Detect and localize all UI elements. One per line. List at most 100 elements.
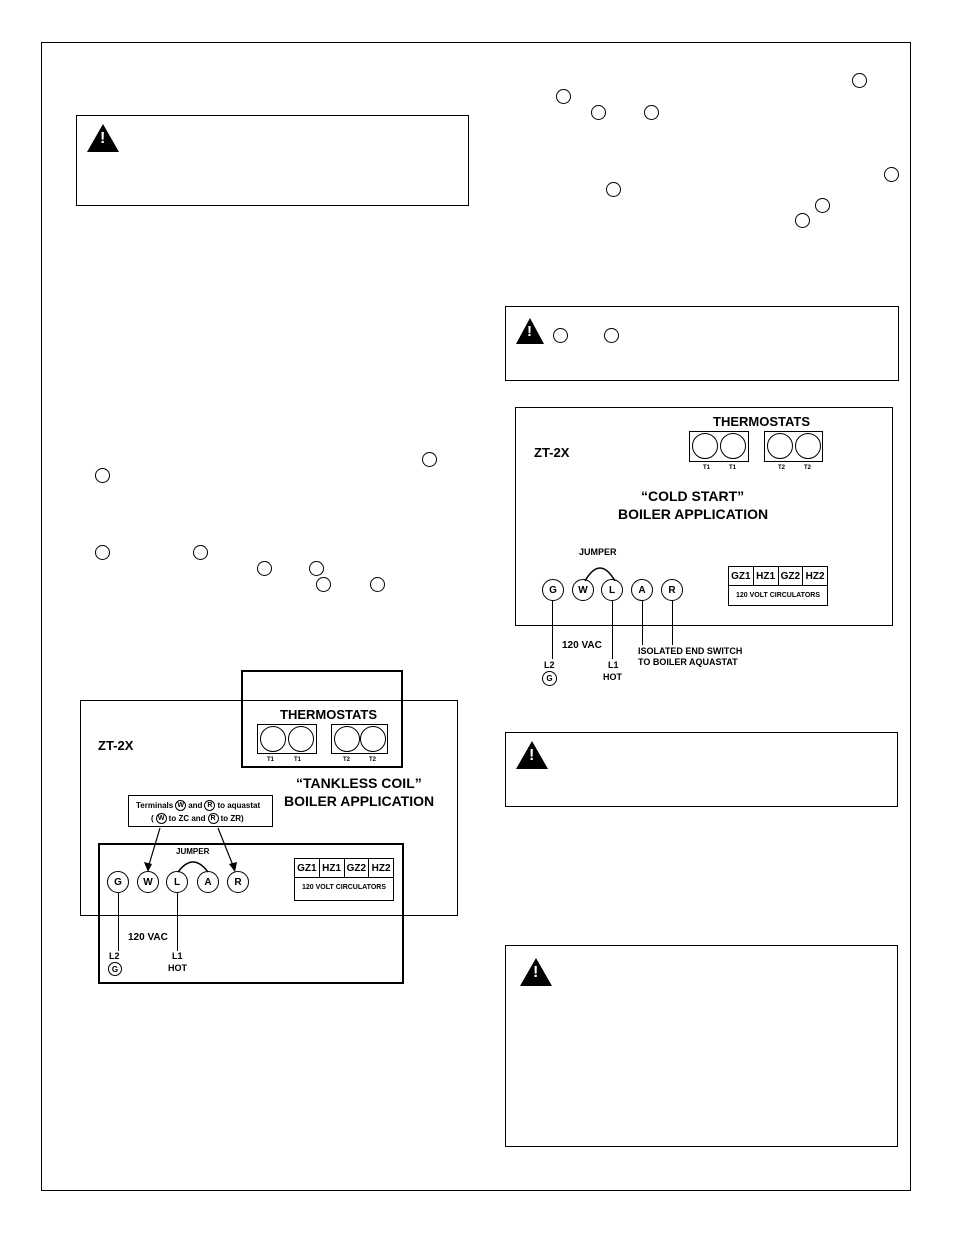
circulator-table: GZ1 HZ1 GZ2 HZ2 120 VOLT CIRCULATORS	[294, 858, 394, 901]
warning-icon	[520, 958, 552, 986]
note-text: to ZR)	[220, 814, 244, 823]
terminal-w: W	[572, 579, 594, 601]
jumper-wire	[584, 567, 616, 582]
tstat-label: T1	[703, 465, 711, 471]
wire-l	[177, 893, 178, 951]
warning-box-4	[505, 945, 898, 1147]
tstat-label: T2	[343, 757, 351, 763]
switch-label-line1: ISOLATED END SWITCH	[638, 646, 743, 656]
switch-label-line2: TO BOILER AQUASTAT	[638, 657, 738, 667]
warning-icon	[516, 741, 548, 769]
ref-circle	[884, 167, 899, 182]
circulator-hz1: HZ1	[320, 859, 345, 877]
tankless-terminal-frame	[98, 843, 404, 984]
warning-box-2	[505, 306, 899, 381]
circulator-hz1: HZ1	[754, 567, 779, 585]
l2-label: L2	[109, 951, 120, 961]
note-text: Terminals	[136, 801, 174, 810]
aquastat-note-box: Terminals W and R to aquastat ( W to ZC …	[128, 795, 273, 827]
tstat-label: T1	[267, 757, 275, 763]
warning-icon	[87, 124, 119, 152]
diagram-title-line1: “COLD START”	[641, 488, 745, 504]
l1-label: L1	[172, 951, 183, 961]
thermostats-title: THERMOSTATS	[280, 707, 378, 722]
thermostat-block-2	[764, 431, 823, 462]
note-text: and	[188, 801, 203, 810]
jumper-label: JUMPER	[176, 847, 210, 856]
ref-circle	[193, 545, 208, 560]
circulators-caption: 120 VOLT CIRCULATORS	[301, 883, 386, 891]
circulator-table: GZ1 HZ1 GZ2 HZ2 120 VOLT CIRCULATORS	[728, 566, 828, 606]
ref-circle	[815, 198, 830, 213]
ref-circle	[644, 105, 659, 120]
jumper-wire	[177, 861, 209, 873]
ref-circle	[257, 561, 272, 576]
thermostat-block-1	[257, 724, 317, 754]
tstat-label: T1	[729, 465, 737, 471]
diagram-title-line2: BOILER APPLICATION	[618, 506, 769, 522]
terminal-r: R	[661, 579, 683, 601]
terminal-l: L	[166, 871, 188, 893]
thermostat-terminal	[288, 726, 314, 752]
thermostat-terminal	[795, 433, 821, 459]
tstat-label: T2	[369, 757, 377, 763]
ref-circle	[422, 452, 437, 467]
ref-circle	[370, 577, 385, 592]
thermostat-block-1	[689, 431, 749, 462]
tstat-label: T1	[294, 757, 302, 763]
thermostats-title: THERMOSTATS	[713, 414, 811, 429]
ref-circle	[553, 328, 568, 343]
note-text: to aquastat	[217, 801, 261, 810]
ref-circle	[604, 328, 619, 343]
thermostat-terminal	[720, 433, 746, 459]
terminal-w-symbol: W	[155, 813, 167, 824]
terminal-r-symbol: R	[204, 800, 216, 811]
vac-label: 120 VAC	[562, 640, 602, 651]
l2-label: L2	[544, 660, 555, 670]
circulator-hz2: HZ2	[805, 570, 825, 582]
diagram-title-line1: “TANKLESS COIL”	[296, 775, 422, 791]
circulator-gz1: GZ1	[729, 567, 754, 585]
circulators-caption: 120 VOLT CIRCULATORS	[735, 591, 820, 599]
warning-icon	[516, 318, 544, 344]
thermostat-terminal	[692, 433, 718, 459]
note-text: (	[151, 814, 154, 823]
jumper-label: JUMPER	[579, 547, 617, 557]
tstat-label: T2	[778, 465, 786, 471]
thermostat-terminal	[260, 726, 286, 752]
warning-box-1	[76, 115, 469, 206]
model-label: ZT-2X	[534, 445, 570, 460]
tankless-thermostat-frame	[241, 670, 403, 768]
terminal-g: G	[107, 871, 129, 893]
terminal-l: L	[601, 579, 623, 601]
ref-circle	[591, 105, 606, 120]
terminal-a: A	[197, 871, 219, 893]
terminal-r: R	[227, 871, 249, 893]
wire-g	[552, 601, 553, 659]
wire-l	[612, 601, 613, 659]
wire-g	[118, 893, 119, 951]
l1-label: L1	[608, 660, 619, 670]
ref-circle	[556, 89, 571, 104]
tankless-panel	[80, 700, 458, 916]
circulator-gz2: GZ2	[779, 567, 804, 585]
ref-circle	[95, 545, 110, 560]
hot-label: HOT	[603, 672, 622, 682]
ground-symbol: G	[108, 962, 122, 976]
thermostat-block-2	[331, 724, 388, 754]
circulator-gz1: GZ1	[295, 859, 320, 877]
note-text: to ZC and	[168, 814, 206, 823]
tstat-label: T2	[804, 465, 812, 471]
ref-circle	[309, 561, 324, 576]
terminal-r-symbol: R	[207, 813, 219, 824]
thermostat-terminal	[767, 433, 793, 459]
ref-circle	[95, 468, 110, 483]
aquastat-note-line2: ( W to ZC and R to ZR)	[151, 813, 244, 824]
aquastat-note-line1: Terminals W and R to aquastat	[136, 800, 260, 811]
circulator-gz2: GZ2	[345, 859, 370, 877]
hot-label: HOT	[168, 963, 187, 973]
terminal-g: G	[542, 579, 564, 601]
model-label: ZT-2X	[98, 738, 134, 753]
wire-a	[642, 601, 643, 645]
ref-circle	[316, 577, 331, 592]
